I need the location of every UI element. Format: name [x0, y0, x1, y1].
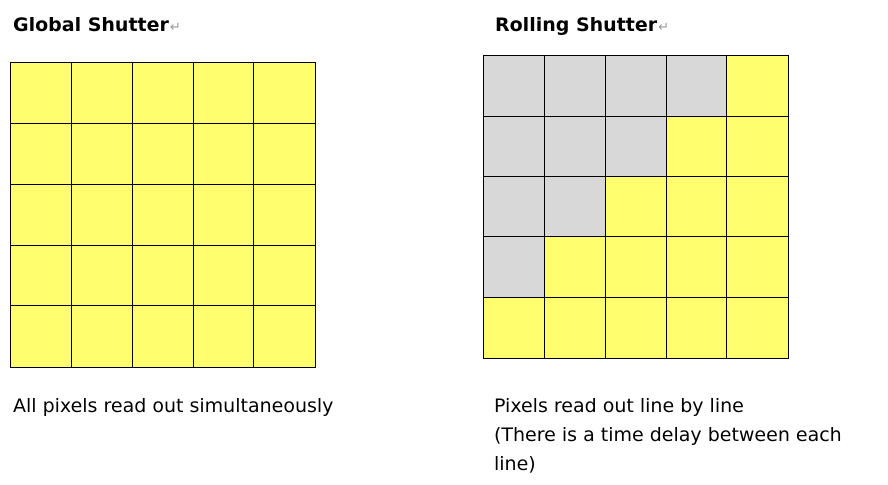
pixel-cell-exposed — [192, 305, 255, 368]
pixel-cell-exposed — [71, 183, 134, 247]
pixel-cell-exposed — [604, 176, 668, 238]
pixel-cell-waiting — [604, 55, 668, 118]
rolling-shutter-caption-line: Pixels read out line by line — [494, 395, 744, 417]
pixel-cell-waiting — [544, 176, 607, 238]
global-shutter-title-text: Global Shutter — [13, 14, 169, 36]
pixel-cell-exposed — [544, 236, 607, 299]
pixel-cell-exposed — [10, 62, 73, 125]
rolling-shutter-caption: Pixels read out line by line (There is a… — [494, 392, 886, 479]
pixel-cell-exposed — [192, 62, 255, 125]
pixel-cell-exposed — [665, 296, 728, 359]
pixel-cell-exposed — [192, 244, 255, 307]
rolling-shutter-title-text: Rolling Shutter — [495, 14, 658, 36]
pixel-cell-exposed — [726, 55, 789, 118]
pixel-cell-exposed — [726, 176, 789, 238]
pixel-cell-exposed — [726, 115, 789, 178]
pixel-cell-exposed — [483, 296, 546, 359]
pixel-cell-waiting — [604, 115, 668, 178]
pixel-cell-exposed — [253, 183, 316, 247]
global-shutter-pixel-grid — [10, 62, 316, 368]
pixel-cell-exposed — [71, 244, 134, 307]
paragraph-return-icon: ↵ — [658, 20, 670, 35]
pixel-cell-exposed — [665, 115, 728, 178]
pixel-cell-waiting — [483, 115, 546, 178]
rolling-shutter-caption-line: line) — [494, 453, 536, 475]
pixel-cell-exposed — [131, 62, 195, 125]
paragraph-return-icon: ↵ — [169, 20, 181, 35]
pixel-cell-waiting — [544, 115, 607, 178]
rolling-shutter-pixel-grid — [483, 55, 789, 359]
pixel-cell-exposed — [253, 62, 316, 125]
global-shutter-caption: All pixels read out simultaneously — [13, 395, 334, 417]
pixel-cell-exposed — [726, 236, 789, 299]
pixel-cell-exposed — [131, 305, 195, 368]
pixel-cell-waiting — [483, 55, 546, 118]
pixel-cell-exposed — [253, 123, 316, 186]
pixel-cell-exposed — [10, 123, 73, 186]
rolling-shutter-title: Rolling Shutter↵ — [495, 13, 669, 40]
pixel-cell-exposed — [192, 123, 255, 186]
pixel-cell-exposed — [71, 305, 134, 368]
pixel-cell-exposed — [665, 176, 728, 238]
rolling-shutter-caption-line: (There is a time delay between each — [494, 424, 842, 446]
pixel-cell-exposed — [71, 62, 134, 125]
pixel-cell-exposed — [131, 183, 195, 247]
pixel-cell-exposed — [726, 296, 789, 359]
pixel-cell-exposed — [10, 305, 73, 368]
pixel-cell-exposed — [192, 183, 255, 247]
pixel-cell-exposed — [131, 123, 195, 186]
pixel-cell-waiting — [483, 176, 546, 238]
pixel-cell-exposed — [71, 123, 134, 186]
pixel-cell-exposed — [253, 305, 316, 368]
pixel-cell-exposed — [604, 296, 668, 359]
pixel-cell-exposed — [131, 244, 195, 307]
pixel-cell-exposed — [604, 236, 668, 299]
pixel-cell-waiting — [483, 236, 546, 299]
pixel-cell-exposed — [10, 183, 73, 247]
global-shutter-title: Global Shutter↵ — [13, 13, 181, 40]
pixel-cell-exposed — [544, 296, 607, 359]
pixel-cell-waiting — [665, 55, 728, 118]
pixel-cell-exposed — [253, 244, 316, 307]
pixel-cell-exposed — [665, 236, 728, 299]
pixel-cell-waiting — [544, 55, 607, 118]
pixel-cell-exposed — [10, 244, 73, 307]
